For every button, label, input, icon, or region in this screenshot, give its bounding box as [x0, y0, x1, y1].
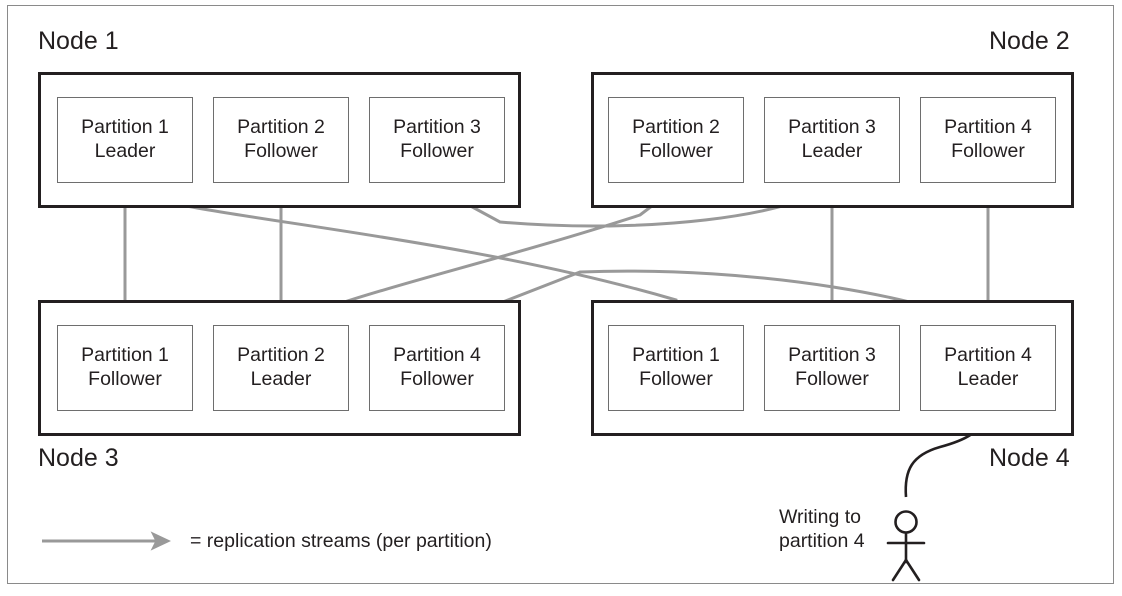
- partition-node2-1[interactable]: Partition 3 Leader: [764, 97, 900, 183]
- partition-name: Partition 2: [632, 116, 720, 139]
- partition-role: Leader: [957, 368, 1019, 390]
- writer-caption-line1: Writing to: [779, 506, 861, 528]
- partition-node4-2[interactable]: Partition 4 Leader: [920, 325, 1056, 411]
- partition-name: Partition 2: [237, 344, 325, 367]
- writer-caption: Writing to partition 4: [779, 505, 865, 554]
- legend-label: = replication streams (per partition): [190, 530, 492, 552]
- partition-node1-1[interactable]: Partition 2 Follower: [213, 97, 349, 183]
- partition-name: Partition 3: [788, 116, 876, 139]
- partition-node3-0[interactable]: Partition 1 Follower: [57, 325, 193, 411]
- partition-name: Partition 1: [81, 116, 169, 139]
- node-label-node2: Node 2: [989, 27, 1070, 55]
- partition-name: Partition 1: [632, 344, 720, 367]
- node-label-node1: Node 1: [38, 27, 119, 55]
- node-label-node4: Node 4: [989, 444, 1070, 472]
- partition-node4-1[interactable]: Partition 3 Follower: [764, 325, 900, 411]
- partition-node1-0[interactable]: Partition 1 Leader: [57, 97, 193, 183]
- partition-name: Partition 4: [393, 344, 481, 367]
- partition-name: Partition 3: [393, 116, 481, 139]
- partition-role: Follower: [400, 368, 474, 390]
- partition-name: Partition 4: [944, 116, 1032, 139]
- partition-node3-2[interactable]: Partition 4 Follower: [369, 325, 505, 411]
- partition-role: Follower: [951, 140, 1025, 162]
- partition-node2-0[interactable]: Partition 2 Follower: [608, 97, 744, 183]
- partition-role: Follower: [244, 140, 318, 162]
- writer-caption-line2: partition 4: [779, 530, 865, 553]
- partition-role: Follower: [88, 368, 162, 390]
- partition-node4-0[interactable]: Partition 1 Follower: [608, 325, 744, 411]
- partition-role: Leader: [801, 140, 863, 162]
- partition-node1-2[interactable]: Partition 3 Follower: [369, 97, 505, 183]
- partition-role: Follower: [639, 368, 713, 390]
- partition-role: Follower: [400, 140, 474, 162]
- partition-role: Leader: [94, 140, 156, 162]
- partition-role: Follower: [795, 368, 869, 390]
- partition-role: Leader: [250, 368, 312, 390]
- partition-name: Partition 3: [788, 344, 876, 367]
- partition-name: Partition 2: [237, 116, 325, 139]
- partition-name: Partition 1: [81, 344, 169, 367]
- partition-node3-1[interactable]: Partition 2 Leader: [213, 325, 349, 411]
- node-label-node3: Node 3: [38, 444, 119, 472]
- partition-node2-2[interactable]: Partition 4 Follower: [920, 97, 1056, 183]
- partition-role: Follower: [639, 140, 713, 162]
- partition-name: Partition 4: [944, 344, 1032, 367]
